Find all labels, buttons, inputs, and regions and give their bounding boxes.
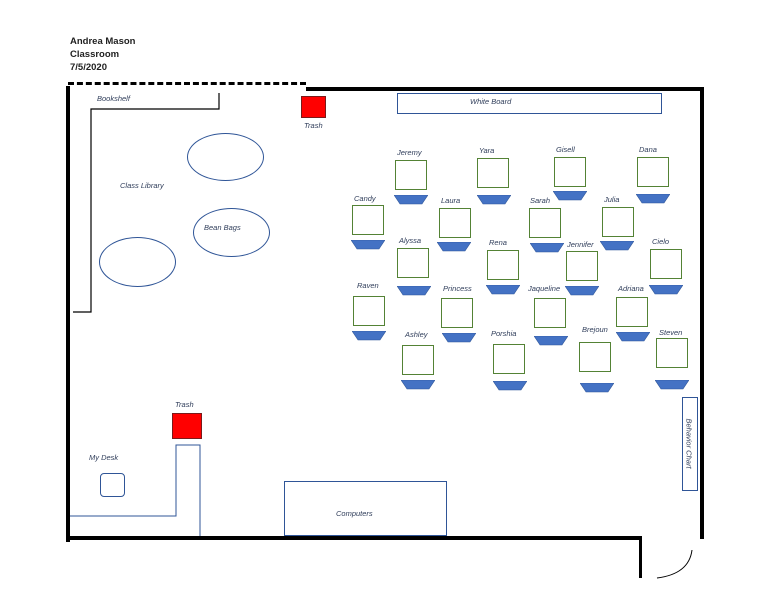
trash-bottom — [172, 413, 202, 439]
chair — [477, 195, 511, 205]
student-name: Julia — [604, 195, 620, 204]
behavior-chart-label: Behavior Chart — [684, 418, 694, 469]
class-library-label: Class Library — [120, 181, 164, 190]
student-desk — [637, 157, 669, 187]
chair — [636, 194, 670, 204]
student-desk — [439, 208, 471, 238]
chair — [649, 285, 683, 295]
chair — [580, 383, 614, 393]
trash-top-label: Trash — [304, 121, 323, 130]
top-wall — [306, 87, 704, 91]
student-name: Adriana — [618, 284, 644, 293]
chair — [493, 381, 527, 391]
door-jamb — [639, 536, 642, 578]
student-name: Brejoun — [582, 325, 608, 334]
chair — [351, 240, 385, 250]
left-wall — [66, 86, 70, 542]
chair — [397, 286, 431, 296]
student-desk — [602, 207, 634, 237]
student-desk — [566, 251, 598, 281]
chair — [616, 332, 650, 342]
student-name: Porshia — [491, 329, 517, 338]
student-desk — [353, 296, 385, 326]
student-name: Ashley — [405, 330, 428, 339]
student-name: Raven — [357, 281, 379, 290]
computers-table — [284, 481, 447, 536]
student-name: Candy — [354, 194, 376, 203]
chair — [565, 286, 599, 296]
student-desk — [493, 344, 525, 374]
student-name: Laura — [441, 196, 461, 205]
student-desk — [397, 248, 429, 278]
student-desk — [534, 298, 566, 328]
student-desk — [487, 250, 519, 280]
teacher-name: Andrea Mason — [70, 36, 136, 47]
dashed-wall — [68, 82, 306, 85]
bean-bag — [193, 208, 270, 257]
door-swing — [656, 549, 693, 579]
student-name: Yara — [479, 146, 495, 155]
student-desk — [395, 160, 427, 190]
student-desk — [656, 338, 688, 368]
chair — [401, 380, 435, 390]
behavior-chart — [682, 397, 698, 491]
student-name: Alyssa — [399, 236, 422, 245]
student-name: Gisell — [556, 145, 575, 154]
student-name: Jeremy — [397, 148, 422, 157]
trash-bottom-label: Trash — [175, 400, 194, 409]
student-desk — [650, 249, 682, 279]
student-name: Princess — [443, 284, 472, 293]
student-desk — [352, 205, 384, 235]
white-board — [397, 93, 662, 114]
bookshelf-label: Bookshelf — [97, 94, 130, 103]
student-name: Cielo — [652, 237, 670, 246]
chair — [352, 331, 386, 341]
student-desk — [529, 208, 561, 238]
white-board-label: White Board — [470, 97, 512, 106]
teacher-desk-outline — [70, 444, 201, 536]
student-name: Sarah — [530, 196, 551, 205]
student-desk — [477, 158, 509, 188]
chair — [394, 195, 428, 205]
student-name: Dana — [639, 145, 657, 154]
room-name: Classroom — [70, 49, 120, 60]
student-name: Jaqueline — [528, 284, 561, 293]
chair — [655, 380, 689, 390]
bottom-wall — [66, 536, 642, 540]
chair — [534, 336, 568, 346]
chair — [600, 241, 634, 251]
date: 7/5/2020 — [70, 62, 107, 73]
student-name: Jennifer — [567, 240, 594, 249]
chair — [553, 191, 587, 201]
bookshelf — [73, 93, 220, 313]
bean-bag — [99, 237, 176, 287]
student-name: Steven — [659, 328, 683, 337]
bean-bag — [187, 133, 264, 181]
teacher-chair — [100, 473, 125, 497]
student-desk — [616, 297, 648, 327]
my-desk-label: My Desk — [89, 453, 119, 462]
chair — [530, 243, 564, 253]
student-desk — [554, 157, 586, 187]
chair — [437, 242, 471, 252]
bean-bags-label: Bean Bags — [204, 223, 241, 232]
student-name: Rena — [489, 238, 507, 247]
student-desk — [579, 342, 611, 372]
chair — [442, 333, 476, 343]
student-desk — [441, 298, 473, 328]
student-desk — [402, 345, 434, 375]
trash-top — [301, 96, 326, 118]
chair — [486, 285, 520, 295]
computers-label: Computers — [336, 509, 373, 518]
right-wall — [700, 87, 704, 539]
